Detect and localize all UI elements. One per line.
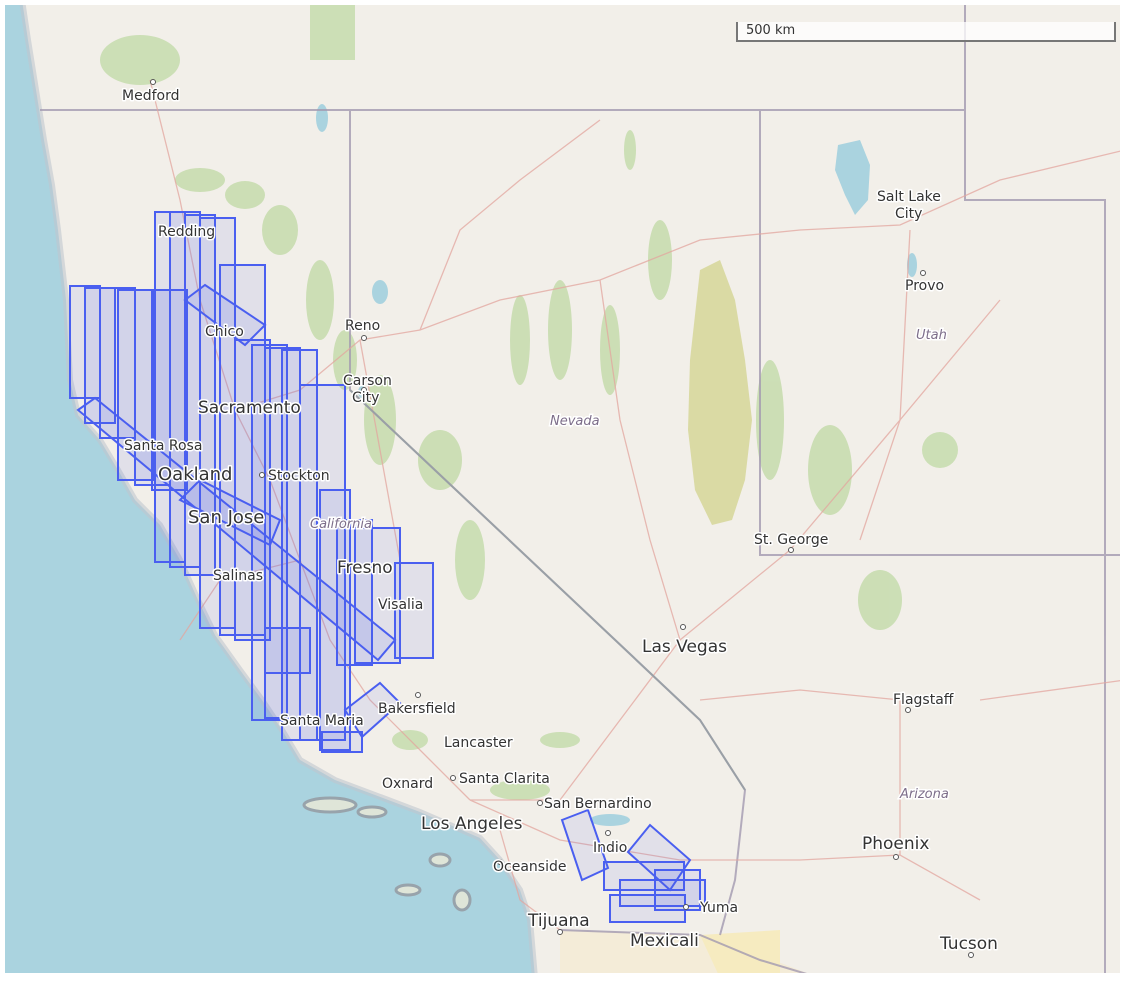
label-salt-lake-2: City [895, 206, 922, 222]
label-san-jose: San Jose [188, 507, 264, 528]
label-chico: Chico [205, 324, 244, 340]
label-santa-maria: Santa Maria [280, 713, 364, 729]
footprint[interactable] [264, 627, 311, 674]
footprint[interactable] [603, 861, 685, 891]
label-fresno: Fresno [337, 558, 393, 578]
scale-bar: 500 km [736, 22, 1116, 42]
state-labels: Nevada Utah Arizona California [309, 327, 951, 804]
label-yuma: Yuma [699, 900, 738, 916]
label-california: California [310, 517, 372, 532]
roads [149, 79, 1125, 931]
yellow-region [700, 930, 780, 978]
green-areas [100, 0, 958, 800]
label-medford: Medford [122, 88, 179, 104]
label-tucson: Tucson [939, 934, 998, 954]
label-oxnard: Oxnard [382, 776, 433, 792]
footprint[interactable] [299, 384, 346, 741]
label-bakersfield: Bakersfield [378, 701, 456, 717]
label-reno: Reno [345, 318, 380, 334]
label-stockton: Stockton [268, 468, 330, 484]
city-labels: Medford Redding Chico Reno Carson City S… [121, 87, 1000, 956]
footprint[interactable] [654, 869, 701, 911]
label-los-angeles: Los Angeles [421, 814, 523, 834]
label-lancaster: Lancaster [444, 735, 513, 751]
footprint[interactable] [560, 808, 610, 882]
label-oakland: Oakland [158, 464, 233, 485]
label-st-george: St. George [754, 532, 828, 548]
label-provo: Provo [905, 278, 944, 294]
lakes [316, 104, 917, 826]
label-utah: Utah [916, 328, 947, 343]
label-visalia: Visalia [378, 597, 423, 613]
label-carson-2: City [352, 390, 379, 406]
city-markers [150, 79, 974, 958]
label-san-bernardino: San Bernardino [544, 796, 652, 812]
label-nevada: Nevada [550, 414, 600, 429]
footprint[interactable] [219, 264, 266, 636]
label-salt-lake-1: Salt Lake [877, 189, 941, 205]
label-sacramento: Sacramento [198, 398, 301, 418]
footprint[interactable] [183, 283, 267, 347]
scale-label: 500 km [746, 23, 796, 38]
desert-yellow [688, 260, 752, 525]
footprint[interactable] [178, 478, 282, 547]
footprint[interactable] [609, 894, 686, 923]
footprint[interactable] [319, 489, 351, 751]
footprint[interactable] [394, 562, 434, 659]
label-indio: Indio [593, 840, 627, 856]
footprint[interactable] [619, 879, 706, 907]
label-mexicali: Mexicali [630, 931, 699, 951]
pacific-ocean [0, 0, 535, 978]
label-phoenix: Phoenix [862, 834, 929, 854]
label-santa-clarita: Santa Clarita [459, 771, 550, 787]
label-carson-1: Carson [343, 373, 392, 389]
footprint[interactable] [321, 731, 363, 753]
label-tijuana: Tijuana [527, 911, 590, 931]
channel-islands [302, 796, 472, 912]
label-arizona: Arizona [899, 787, 949, 802]
label-redding: Redding [158, 224, 215, 240]
interstate [349, 389, 746, 791]
coastline-halo [19, 0, 538, 979]
label-flagstaff: Flagstaff [893, 692, 954, 708]
label-las-vegas: Las Vegas [642, 637, 727, 657]
scene-footprints[interactable] [69, 211, 706, 923]
label-salinas: Salinas [213, 568, 263, 584]
footprint[interactable] [343, 681, 402, 739]
label-santa-rosa: Santa Rosa [124, 438, 202, 454]
footprint[interactable] [354, 527, 401, 664]
label-oceanside: Oceanside [493, 859, 566, 875]
